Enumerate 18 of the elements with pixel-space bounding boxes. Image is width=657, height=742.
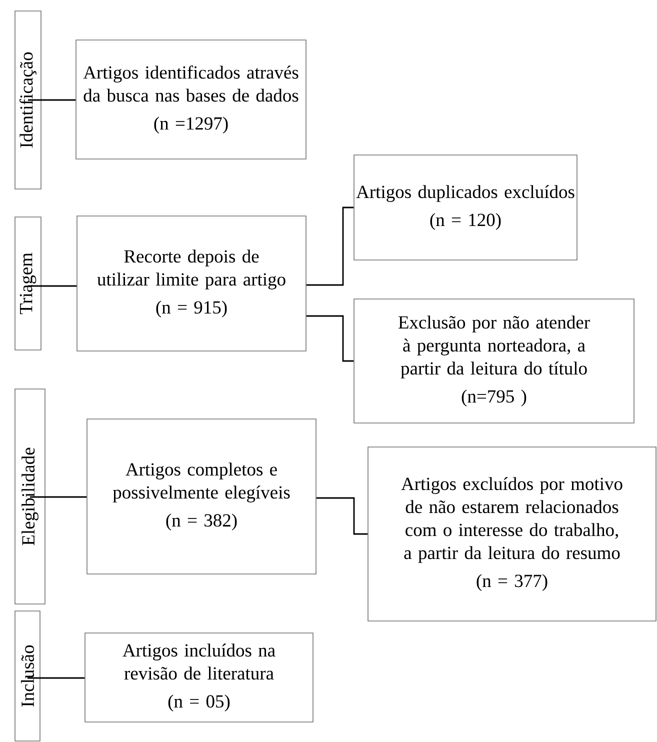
process-box: Exclusão por não atender à pergunta norteadora, a partir da leitura do título (n=795 ): [354, 298, 634, 424]
stage-band: Elegibilidade: [14, 388, 46, 604]
stage-band: Triagem: [14, 216, 42, 350]
process-box: Recorte depois de utilizar limite para artigo (n = 915): [76, 216, 306, 352]
connector-line: [306, 315, 354, 362]
connector-line: [28, 99, 76, 101]
connector-line: [30, 496, 87, 498]
connector-line: [306, 206, 354, 286]
process-box: Artigos incluídos na revisão de literatura (n = 05): [84, 632, 314, 722]
process-box: Artigos completos e possivelmente elegíveis (n = 382): [86, 418, 316, 574]
connector-line: [28, 285, 77, 287]
process-box: Artigos excluídos por motivo de não estarem relacionados com o interesse do trabalho, a partir da leitura do resumo (n = 377): [368, 446, 656, 622]
process-box: Artigos duplicados excluídos (n = 120): [354, 154, 578, 260]
process-box: Artigos identificados através da busca nas bases de dados (n =1297): [76, 40, 306, 160]
connector-line: [316, 497, 368, 535]
connector-line: [28, 677, 85, 679]
stage-band: Identificação: [14, 10, 42, 190]
stage-band: Inclusão: [14, 610, 40, 742]
